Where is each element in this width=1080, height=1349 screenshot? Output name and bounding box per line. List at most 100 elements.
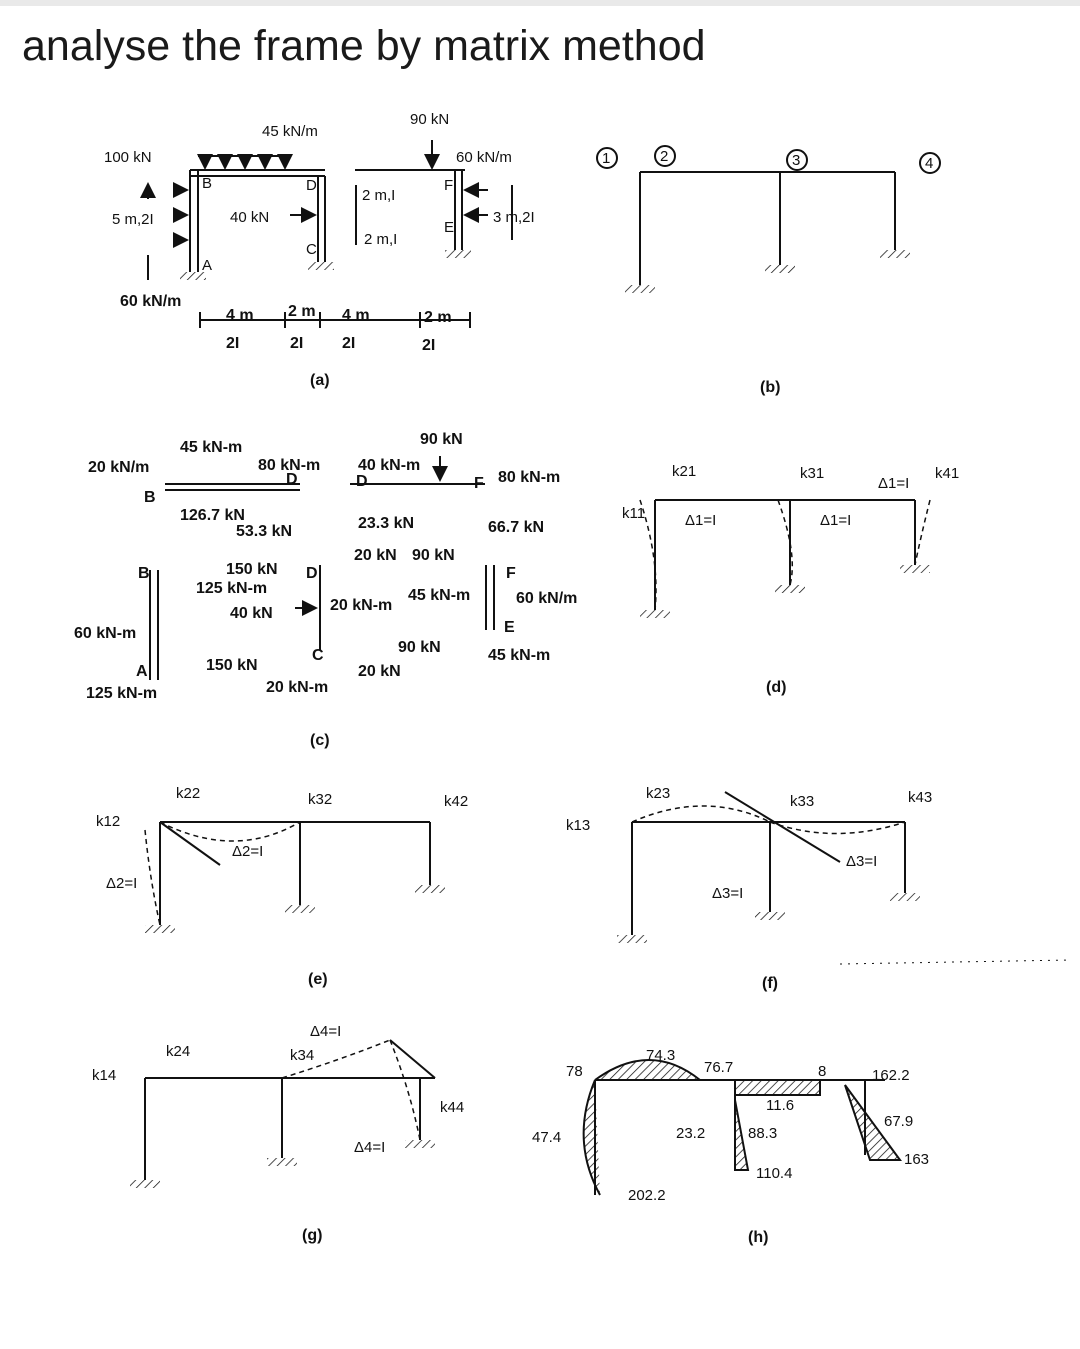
- h-v163: 163: [904, 1151, 929, 1168]
- e-d2a: Δ2=I: [232, 843, 263, 860]
- c-m45: 45 kN-m: [180, 439, 242, 456]
- f-d3a: Δ3=I: [712, 885, 743, 902]
- panel-d-labels: k21 k31 k41 k11 Δ1=I Δ1=I Δ1=I (d): [622, 463, 959, 696]
- c-r23: 23.3 kN: [358, 515, 414, 532]
- panel-a-labels: 45 kN/m 90 kN 60 kN/m 100 kN 5 m,2I 40 k…: [104, 111, 535, 389]
- top-bar: [0, 0, 1080, 6]
- label-load-left: 100 kN: [104, 149, 152, 166]
- node-F: F: [444, 177, 453, 194]
- c-r53: 53.3 kN: [236, 523, 292, 540]
- c-f20a: 20 kN: [354, 547, 397, 564]
- label-udl-right: 60 kN/m: [456, 149, 512, 166]
- c-m45b: 45 kN-m: [408, 587, 470, 604]
- c-m45c: 45 kN-m: [488, 647, 550, 664]
- d-k31: k31: [800, 465, 824, 482]
- caption-a: (a): [310, 372, 330, 389]
- h-v743: 74.3: [646, 1047, 675, 1064]
- caption-f: (f): [762, 975, 778, 992]
- g-k44: k44: [440, 1099, 464, 1116]
- label-load-mid: 40 kN: [230, 209, 269, 226]
- c-m40: 40 kN-m: [358, 457, 420, 474]
- d-k41: k41: [935, 465, 959, 482]
- c-r126: 126.7 kN: [180, 507, 245, 524]
- c-udl20: 20 kN/m: [88, 459, 149, 476]
- e-k12: k12: [96, 813, 120, 830]
- c-m80b: 80 kN-m: [498, 469, 560, 486]
- panel-f-labels: k23 k33 k43 k13 Δ3=I Δ3=I (f): [566, 785, 932, 992]
- panel-e-labels: k22 k32 k42 k12 Δ2=I Δ2=I (e): [96, 785, 468, 988]
- f-k33: k33: [790, 793, 814, 810]
- panel-c-labels: 45 kN-m 90 kN 20 kN/m 80 kN-m 40 kN-m 80…: [74, 431, 577, 749]
- c-f150b: 150 kN: [206, 657, 258, 674]
- inertia-1: 2I: [226, 335, 239, 352]
- panel-g: [130, 1039, 436, 1188]
- dim-1: 4 m: [226, 307, 254, 324]
- c-E: E: [504, 619, 515, 636]
- caption-e: (e): [308, 971, 328, 988]
- label-udl-left: 60 kN/m: [120, 293, 181, 310]
- c-B: B: [144, 489, 156, 506]
- inertia-3: 2I: [342, 335, 355, 352]
- c-r66: 66.7 kN: [488, 519, 544, 536]
- c-C: C: [312, 647, 324, 664]
- d-d1c: Δ1=I: [878, 475, 909, 492]
- c-f20b: 20 kN: [358, 663, 401, 680]
- d-k21: k21: [672, 463, 696, 480]
- panel-a: [140, 140, 513, 328]
- e-k42: k42: [444, 793, 468, 810]
- f-k23: k23: [646, 785, 670, 802]
- c-B2: B: [138, 565, 150, 582]
- dim-2: 2 m: [288, 303, 316, 320]
- h-v1104: 110.4: [756, 1165, 792, 1182]
- label-seg-lower: 2 m,I: [364, 231, 397, 248]
- e-d2b: Δ2=I: [106, 875, 137, 892]
- node-A: A: [202, 257, 212, 274]
- node-E: E: [444, 219, 454, 236]
- g-k14: k14: [92, 1067, 116, 1084]
- panel-h: [582, 1059, 902, 1196]
- c-m20: 20 kN-m: [266, 679, 328, 696]
- h-v2022: 202.2: [628, 1187, 666, 1204]
- h-v474: 47.4: [532, 1129, 561, 1146]
- c-D: D: [286, 471, 298, 488]
- node-D: D: [306, 177, 317, 194]
- label-col-right: 3 m,2I: [493, 209, 535, 226]
- d-d1a: Δ1=I: [685, 512, 716, 529]
- d-k11: k11: [622, 505, 645, 522]
- c-m125b: 125 kN-m: [86, 685, 157, 702]
- node-3: 3: [792, 152, 800, 169]
- panel-c: [149, 456, 495, 680]
- h-v767: 76.7: [704, 1059, 733, 1076]
- g-d4a: Δ4=I: [310, 1023, 341, 1040]
- question-title: analyse the frame by matrix method: [22, 22, 706, 70]
- h-v232: 23.2: [676, 1125, 705, 1142]
- node-B: B: [202, 175, 212, 192]
- c-f90a: 90 kN: [412, 547, 455, 564]
- caption-h: (h): [748, 1229, 768, 1246]
- inertia-4: 2I: [422, 337, 435, 354]
- c-F: F: [474, 475, 484, 492]
- h-v1622: 162.2: [872, 1067, 910, 1084]
- c-m125: 125 kN-m: [196, 580, 267, 597]
- c-F2: F: [506, 565, 516, 582]
- dim-3: 4 m: [342, 307, 370, 324]
- panel-f: [617, 791, 1071, 965]
- caption-b: (b): [760, 379, 780, 396]
- e-k32: k32: [308, 791, 332, 808]
- panel-h-labels: 78 74.3 76.7 8 162.2 11.6 47.4 23.2 88.3…: [532, 1047, 929, 1246]
- node-1: 1: [602, 150, 610, 167]
- c-f150: 150 kN: [226, 561, 278, 578]
- node-C: C: [306, 241, 317, 258]
- panel-e: [144, 821, 445, 933]
- inertia-2: 2I: [290, 335, 303, 352]
- c-D2: D: [356, 473, 368, 490]
- g-k34: k34: [290, 1047, 314, 1064]
- caption-c: (c): [310, 732, 330, 749]
- c-A: A: [136, 663, 148, 680]
- panel-d: [639, 499, 931, 618]
- e-k22: k22: [176, 785, 200, 802]
- panel-g-labels: k24 k34 k14 k44 Δ4=I Δ4=I (g): [92, 1023, 464, 1244]
- label-seg-upper: 2 m,I: [362, 187, 395, 204]
- g-k24: k24: [166, 1043, 190, 1060]
